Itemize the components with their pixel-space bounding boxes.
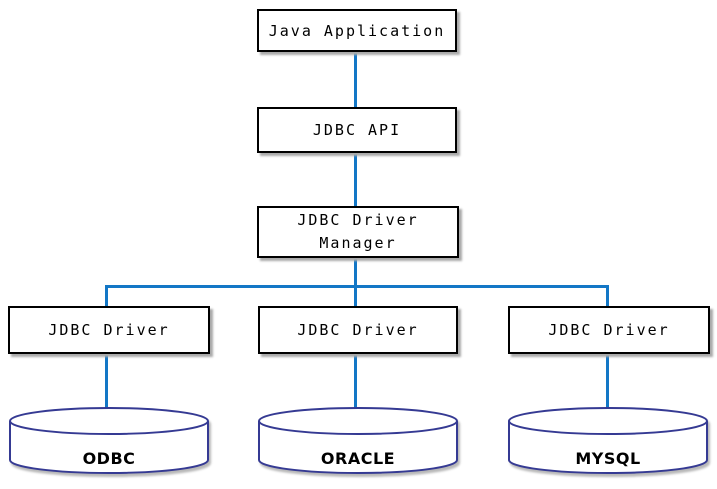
connector-driver-right-to-mysql [606,354,609,408]
mysql-database-cylinder: MYSQL [506,405,710,476]
database-cylinder-icon [9,407,209,474]
java-application-label: Java Application [268,21,446,40]
odbc-label: ODBC [82,449,136,468]
jdbc-driver-manager-label-line1: JDBC Driver [297,211,419,229]
connector-driver-left-to-odbc [105,354,108,408]
jdbc-driver-middle-box: JDBC Driver [258,306,458,354]
jdbc-driver-manager-box: JDBC Driver Manager [257,206,459,258]
mysql-label: MYSQL [575,449,641,468]
connector-bus-horizontal [105,285,609,288]
database-cylinder-icon [508,407,708,474]
jdbc-api-box: JDBC API [257,107,457,153]
oracle-label: ORACLE [320,449,396,468]
odbc-database-cylinder: ODBC [7,405,211,476]
connector-manager-to-bus [354,257,357,307]
jdbc-driver-left-box: JDBC Driver [8,306,210,354]
oracle-database-cylinder: ORACLE [256,405,460,476]
jdbc-driver-middle-label: JDBC Driver [297,321,419,339]
jdbc-driver-right-label: JDBC Driver [548,321,670,339]
jdbc-driver-right-box: JDBC Driver [508,306,710,354]
jdbc-driver-left-label: JDBC Driver [48,321,170,339]
connector-bus-to-driver-right [606,285,609,307]
connector-driver-middle-to-oracle [354,354,357,408]
database-cylinder-icon [258,407,458,474]
connector-api-to-manager [354,152,357,207]
connector-app-to-api [354,51,357,109]
connector-bus-to-driver-left [105,285,108,307]
jdbc-driver-manager-label-line2: Manager [319,234,397,252]
jdbc-api-label: JDBC API [312,121,402,139]
java-application-box: Java Application [257,9,457,52]
